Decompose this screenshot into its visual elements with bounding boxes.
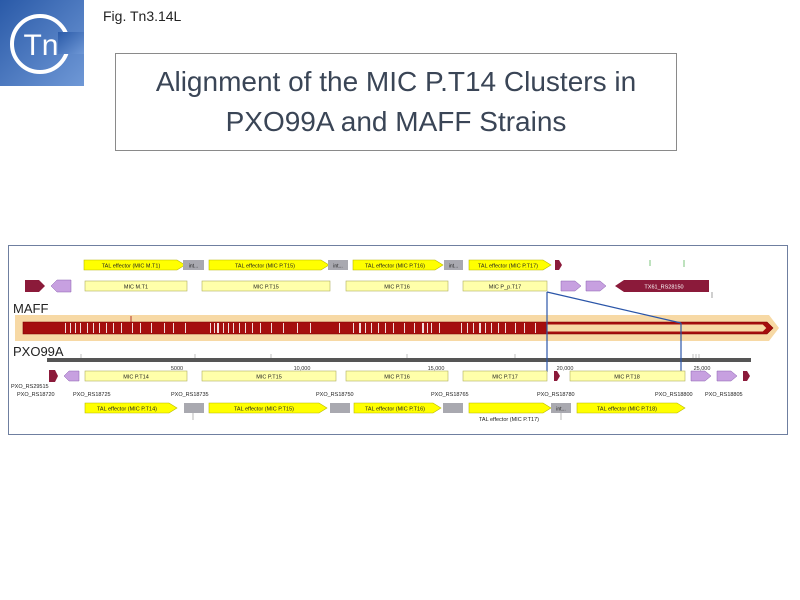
ruler-bar	[47, 358, 751, 362]
maff-purple-gene-left[interactable]	[50, 279, 72, 293]
title-box: Alignment of the MIC P.T14 Clusters in P…	[115, 53, 677, 151]
gene-alignment-panel: TAL effector (MIC M.T1) int... TAL effec…	[8, 245, 788, 435]
pxo-intergenic-4[interactable]: int...	[551, 403, 571, 413]
maff-mic-row: MIC M.T1 MIC P.T15 MIC P.T16 MIC P_p.T17…	[25, 279, 713, 298]
gene-label: MIC P.T15	[253, 285, 279, 291]
maff-small-maroon-gene[interactable]	[555, 260, 562, 270]
pxo-mic-p-t17[interactable]: MIC P.T17	[462, 370, 548, 382]
gene-label: TAL effector (MIC P.T16)	[365, 264, 425, 270]
alignment-diagram: TAL effector (MIC M.T1) int... TAL effec…	[11, 259, 779, 423]
gene-label: int...	[449, 264, 458, 270]
ruler-tick-label: 15,000	[428, 366, 445, 372]
pxo-tal-effector-p-t18[interactable]: TAL effector (MIC P.T18)	[576, 402, 686, 414]
maff-intergenic-3[interactable]: int...	[444, 260, 463, 270]
pxo-small-maroon-gene[interactable]	[554, 371, 560, 381]
pxo-intergenic-3[interactable]	[443, 403, 463, 413]
alignment-gap-region	[546, 323, 768, 333]
ruler-tick-label: 20,000	[557, 366, 574, 372]
gene-label: TAL effector (MIC P.T15)	[235, 264, 295, 270]
locus-tag: PXO_RS18780	[537, 392, 575, 398]
pxo-tal-row: TAL effector (MIC P.T14) TAL effector (M…	[84, 402, 686, 423]
gene-label: TAL effector (MIC P.T15)	[234, 407, 294, 413]
maff-tal-effector-m-t1[interactable]: TAL effector (MIC M.T1)	[83, 259, 186, 271]
gene-label: int...	[556, 407, 565, 413]
ruler-tick-label: 10,000	[294, 366, 311, 372]
gene-label: MIC P.T17	[492, 375, 518, 381]
pxo-tal-effector-p-t17[interactable]: TAL effector (MIC P.T17)	[468, 402, 552, 423]
locus-tag: PXO_RS18805	[705, 392, 743, 398]
maff-tal-effector-p-t15[interactable]: TAL effector (MIC P.T15)	[208, 259, 330, 271]
maff-purple-gene-1[interactable]	[560, 280, 582, 292]
tn-logo: Tn	[0, 0, 84, 86]
gene-label: TAL effector (MIC M.T1)	[102, 264, 161, 270]
maff-mic-m-t1[interactable]: MIC M.T1	[84, 280, 188, 292]
pxo-tal-effector-p-t15[interactable]: TAL effector (MIC P.T15)	[208, 402, 328, 414]
locus-tag: PXO_RS18735	[171, 392, 209, 398]
gene-label: MIC P.T15	[256, 375, 282, 381]
gene-label: TX61_RS28150	[644, 285, 683, 291]
maff-gene-tx61-rs28150[interactable]: TX61_RS28150	[615, 280, 709, 292]
ruler-minor-ticks	[80, 354, 700, 358]
gene-label: int...	[333, 264, 342, 270]
pxo-tal-effector-p-t14[interactable]: TAL effector (MIC P.T14)	[84, 402, 178, 414]
pxo-mic-p-t18[interactable]: MIC P.T18	[569, 370, 686, 382]
alignment-connectors	[546, 291, 682, 372]
locus-tag: PXO_RS18720	[17, 392, 55, 398]
gene-label: int...	[189, 264, 198, 270]
alignment-track	[15, 315, 779, 341]
ruler-tick-label: 25,000	[694, 366, 711, 372]
gene-label: TAL effector (MIC P.T14)	[97, 407, 157, 413]
gene-label: TAL effector (MIC P.T17)	[478, 264, 538, 270]
locus-tag: PXO_RS18800	[655, 392, 693, 398]
locus-tag: PXO_RS18725	[73, 392, 111, 398]
pxo-purple-gene-2[interactable]	[716, 370, 738, 382]
maff-mic-p-t16[interactable]: MIC P.T16	[345, 280, 449, 292]
maff-maroon-gene-left[interactable]	[25, 280, 45, 292]
maff-mic-p-p-t17[interactable]: MIC P_p.T17	[462, 280, 548, 292]
page-title: Alignment of the MIC P.T14 Clusters in P…	[155, 66, 637, 137]
pxo-purple-gene-left[interactable]	[63, 370, 80, 382]
maff-tal-effector-p-t16[interactable]: TAL effector (MIC P.T16)	[352, 259, 444, 271]
pxo-mic-p-t14[interactable]: MIC P.T14	[84, 370, 188, 382]
pxo-maroon-gene-right[interactable]	[743, 371, 750, 381]
gene-label: MIC P.T14	[123, 375, 149, 381]
locus-tag: PXO_RS18750	[316, 392, 354, 398]
gene-label: MIC P.T16	[384, 375, 410, 381]
maff-purple-gene-2[interactable]	[585, 280, 607, 292]
gene-label: MIC P.T18	[614, 375, 640, 381]
logo-text: Tn	[23, 29, 58, 62]
gene-label: TAL effector (MIC P.T16)	[365, 407, 425, 413]
locus-tag: PXO_RS29515	[11, 384, 49, 390]
figure-label: Fig. Tn3.14L	[103, 8, 182, 24]
maff-tal-row: TAL effector (MIC M.T1) int... TAL effec…	[83, 259, 685, 271]
pxo-intergenic-1[interactable]	[184, 403, 204, 413]
maff-mic-p-t15[interactable]: MIC P.T15	[201, 280, 331, 292]
pxo-intergenic-2[interactable]	[330, 403, 350, 413]
gene-label: MIC P_p.T17	[489, 285, 521, 291]
maff-tal-effector-p-t17[interactable]: TAL effector (MIC P.T17)	[468, 259, 552, 271]
strain-label-maff: MAFF	[13, 301, 48, 316]
gene-label: MIC P.T16	[384, 285, 410, 291]
pxo-locus-tags: PXO_RS29515 PXO_RS18720 PXO_RS18725 PXO_…	[11, 384, 743, 398]
maff-intergenic-2[interactable]: int...	[328, 260, 348, 270]
maff-intergenic-1[interactable]: int...	[183, 260, 204, 270]
gene-label: MIC M.T1	[124, 285, 148, 291]
locus-tag: PXO_RS18765	[431, 392, 469, 398]
pxo-mic-p-t15[interactable]: MIC P.T15	[201, 370, 337, 382]
pxo-purple-gene-1[interactable]	[690, 370, 712, 382]
pxo-mic-p-t16[interactable]: MIC P.T16	[345, 370, 449, 382]
pxo-maroon-gene[interactable]	[49, 370, 58, 382]
gene-label: TAL effector (MIC P.T18)	[597, 407, 657, 413]
pxo-tal-effector-p-t16[interactable]: TAL effector (MIC P.T16)	[353, 402, 442, 414]
sequence-ruler: 5000 10,000 15,000 20,000 25,000	[47, 354, 751, 372]
alignment-mismatch-ticks	[65, 323, 536, 333]
ruler-tick-label: 5000	[171, 366, 183, 372]
strain-label-pxo99a: PXO99A	[13, 344, 64, 359]
pxo-mic-row: MIC P.T14 MIC P.T15 MIC P.T16 MIC P.T17 …	[49, 370, 750, 382]
gene-label: TAL effector (MIC P.T17)	[479, 417, 539, 423]
